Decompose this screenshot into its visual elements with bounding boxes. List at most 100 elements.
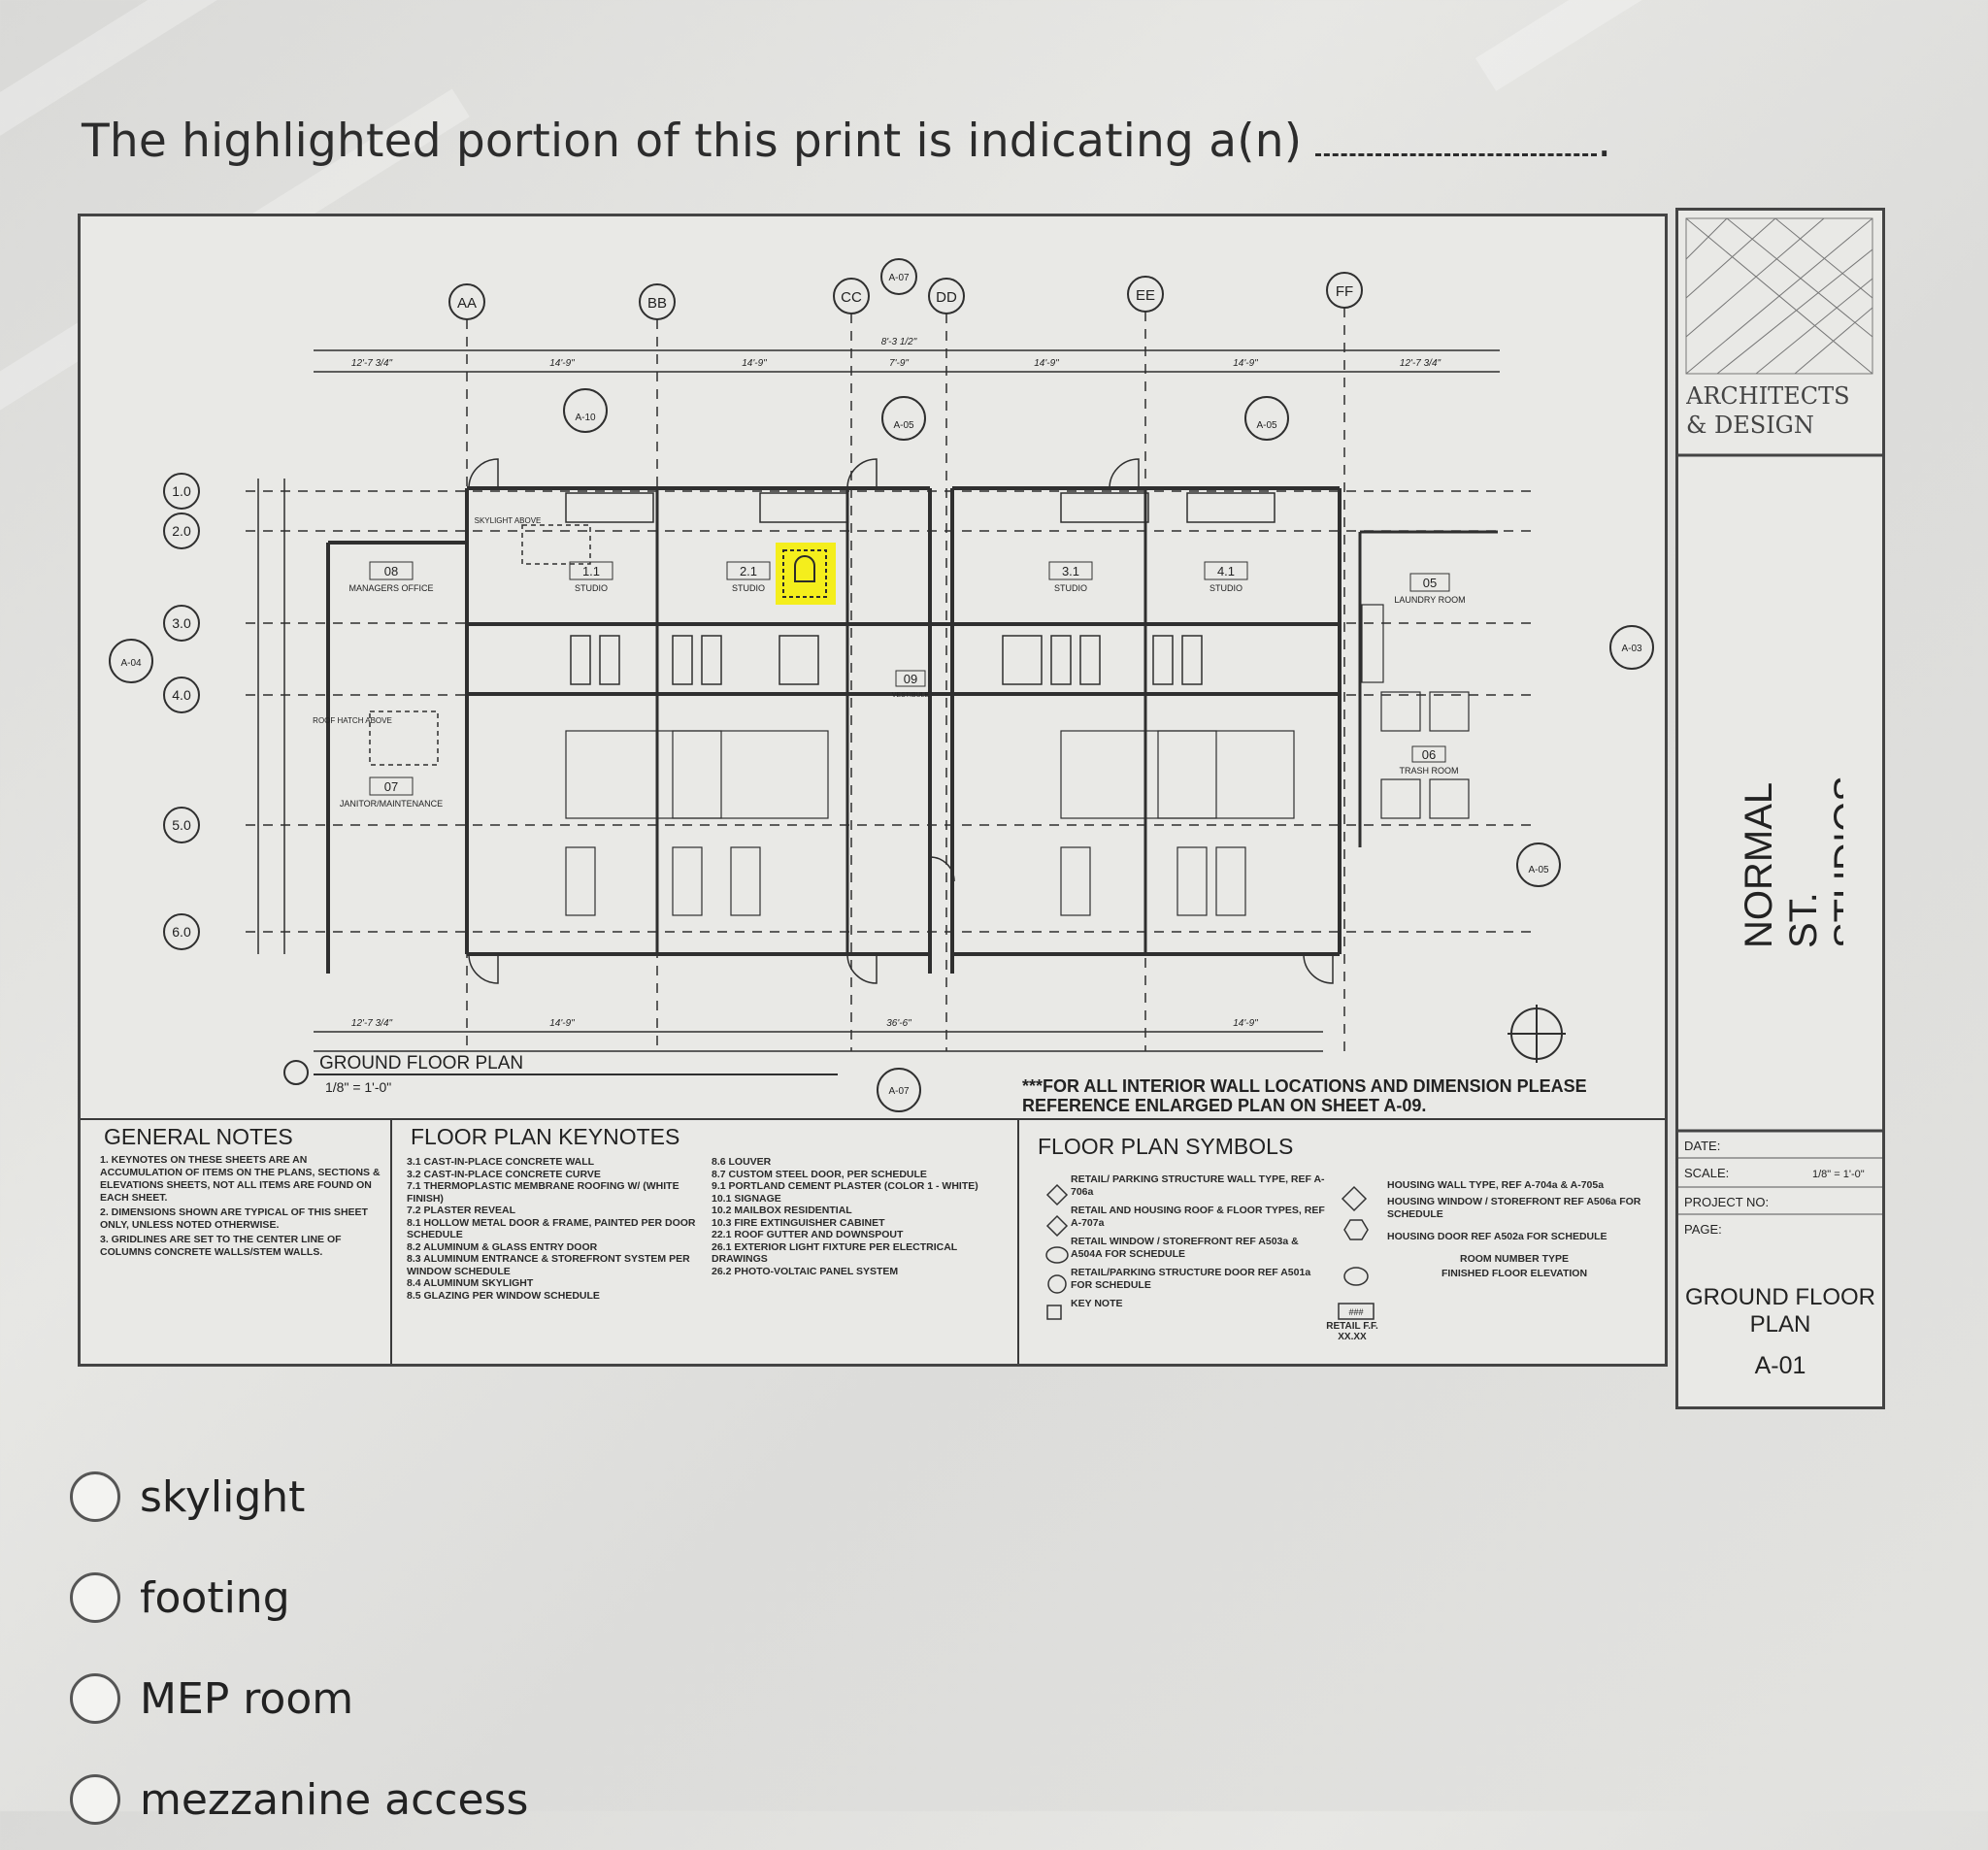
room-num-08: 08 bbox=[384, 564, 398, 578]
keynote: 7.1 THERMOPLASTIC MEMBRANE ROOFING W/ (W… bbox=[407, 1180, 679, 1205]
symbol-entry: HOUSING DOOR REF A502a FOR SCHEDULE bbox=[1387, 1231, 1607, 1242]
keynote: 10.1 SIGNAGE bbox=[712, 1192, 781, 1205]
keynote: 26.1 EXTERIOR LIGHT FIXTURE PER ELECTRIC… bbox=[712, 1240, 958, 1266]
radio-button[interactable] bbox=[70, 1572, 120, 1623]
room-name-07: JANITOR/MAINTENANCE bbox=[340, 799, 443, 809]
housing-wall-diamond-icon bbox=[1341, 1185, 1368, 1212]
option-mep-room[interactable]: MEP room bbox=[70, 1648, 528, 1749]
section-ref-a07-top-label: A-07 bbox=[888, 273, 910, 283]
studio-furniture bbox=[565, 604, 1470, 916]
housing-window-hex-icon bbox=[1343, 1219, 1369, 1240]
keynotes-list-1: 3.1 CAST-IN-PLACE CONCRETE WALL 3.2 CAST… bbox=[407, 1156, 698, 1302]
page-label: PAGE: bbox=[1684, 1222, 1722, 1237]
notes-headers: GENERAL NOTES FLOOR PLAN KEYNOTES FLOOR … bbox=[104, 1124, 1293, 1159]
room-name-06: TRASH ROOM bbox=[1399, 766, 1458, 776]
room-num-09: 09 bbox=[904, 672, 917, 686]
grid-bubble-row-4 bbox=[163, 677, 200, 713]
symbol-icons bbox=[1045, 1183, 1375, 1320]
title-block-fields: DATE: SCALE: 1/8" = 1'-0" PROJECT NO: PA… bbox=[1678, 1139, 1882, 1237]
scale-value: 1/8" = 1'-0" bbox=[1812, 1169, 1865, 1180]
keynotes-list-2: 8.6 LOUVER 8.7 CUSTOM STEEL DOOR, PER SC… bbox=[712, 1156, 1012, 1277]
date-label: DATE: bbox=[1684, 1139, 1720, 1153]
option-label: footing bbox=[140, 1572, 290, 1623]
grid-label-row-2: 2.0 bbox=[172, 523, 191, 539]
symbol-entry: RETAIL/PARKING STRUCTURE DOOR REF A501a … bbox=[1071, 1267, 1311, 1291]
room-num-07: 07 bbox=[384, 779, 398, 794]
section-ref-a03-label: A-03 bbox=[1621, 644, 1642, 654]
keynote: 8.2 ALUMINUM & GLASS ENTRY DOOR bbox=[407, 1240, 598, 1253]
symbol-entry: RETAIL WINDOW / STOREFRONT REF A503a & A… bbox=[1071, 1236, 1299, 1260]
room-num-06: 06 bbox=[1422, 747, 1436, 762]
housing-door-icon bbox=[1343, 1267, 1369, 1286]
room-num-05: 05 bbox=[1423, 576, 1437, 590]
keynote: 8.4 ALUMINUM SKYLIGHT bbox=[407, 1277, 534, 1289]
radio-button[interactable] bbox=[70, 1471, 120, 1522]
section-ref-a10-label: A-10 bbox=[575, 413, 596, 423]
floor-plan-print: AA BB CC DD EE FF A-07 bbox=[78, 214, 1668, 1367]
section-ref-a05-1-label: A-05 bbox=[893, 420, 914, 431]
grid-label-dd: DD bbox=[936, 289, 957, 306]
option-skylight[interactable]: skylight bbox=[70, 1446, 528, 1547]
room-name-3-1: STUDIO bbox=[1054, 583, 1087, 593]
grid-column-bubbles: AA BB CC DD EE FF A-07 bbox=[448, 258, 1363, 320]
room-name-1-1: STUDIO bbox=[575, 583, 608, 593]
symbol-entry: KEY NOTE bbox=[1071, 1298, 1123, 1309]
dimension-labels: 12'-7 3/4" 14'-9" 14'-9" 8'-3 1/2" 7'-9"… bbox=[351, 337, 1441, 1029]
project-no-label: PROJECT NO: bbox=[1684, 1195, 1769, 1209]
section-ref-a05-2-label: A-05 bbox=[1256, 420, 1277, 431]
symbols-list-1: RETAIL/ PARKING STRUCTURE WALL TYPE, REF… bbox=[1038, 1173, 1329, 1310]
keynote: 3.2 CAST-IN-PLACE CONCRETE CURVE bbox=[407, 1168, 601, 1180]
kitchen-counters bbox=[565, 492, 1276, 523]
grid-label-bb: BB bbox=[647, 295, 667, 312]
radio-button[interactable] bbox=[70, 1673, 120, 1724]
sheet-title: GROUND FLOOR PLAN bbox=[1684, 1284, 1875, 1338]
project-name: NORMAL ST. STUDIOS bbox=[1738, 776, 1843, 948]
keynote: 26.2 PHOTO-VOLTAIC PANEL SYSTEM bbox=[712, 1265, 899, 1277]
option-label: skylight bbox=[140, 1471, 306, 1522]
grid-label-ee: EE bbox=[1136, 287, 1155, 304]
highlighted-fixture-icon bbox=[782, 549, 827, 598]
dim-top-2: 14'-9" bbox=[549, 358, 575, 369]
top-dimension-string bbox=[314, 349, 1500, 373]
option-mezzanine-access[interactable]: mezzanine access bbox=[70, 1749, 528, 1850]
symbol-tag-text: ### bbox=[1348, 1307, 1363, 1317]
exterior-walls bbox=[326, 486, 1342, 974]
dim-top-5: 7'-9" bbox=[889, 358, 909, 369]
grid-label-ff: FF bbox=[1336, 283, 1353, 300]
firm-name: ARCHITECTS & DESIGN bbox=[1686, 382, 1850, 439]
radio-button[interactable] bbox=[70, 1774, 120, 1825]
highlighted-element bbox=[776, 543, 836, 605]
symbol-entry: RETAIL/ PARKING STRUCTURE WALL TYPE, REF… bbox=[1071, 1173, 1325, 1198]
general-note: 2. DIMENSIONS SHOWN ARE TYPICAL OF THIS … bbox=[100, 1206, 368, 1231]
section-ref-a07-top bbox=[880, 258, 917, 295]
keynote: 8.6 LOUVER bbox=[712, 1156, 772, 1168]
wall-type-diamond-icon bbox=[1045, 1183, 1069, 1206]
room-num-1-1: 1.1 bbox=[582, 564, 600, 578]
retail-ff-sample: RETAIL F.F. XX.XX bbox=[1326, 1321, 1378, 1342]
room-name-08: MANAGERS OFFICE bbox=[348, 583, 433, 593]
scale-label: SCALE: bbox=[1684, 1166, 1729, 1180]
question-prompt: The highlighted portion of this print is… bbox=[82, 115, 1303, 168]
roof-hatch-label: ROOF HATCH ABOVE bbox=[313, 716, 392, 725]
grid-label-row-3: 3.0 bbox=[172, 615, 191, 631]
keynote: 8.3 ALUMINUM ENTRANCE & STOREFRONT SYSTE… bbox=[407, 1253, 690, 1277]
keynote-tag-icon bbox=[1046, 1305, 1062, 1320]
dim-top-6: 14'-9" bbox=[1034, 358, 1059, 369]
keynote: 22.1 ROOF GUTTER AND DOWNSPOUT bbox=[712, 1229, 904, 1240]
symbol-entry: FINISHED FLOOR ELEVATION bbox=[1441, 1268, 1588, 1279]
floor-plan-drawing: AA BB CC DD EE FF A-07 bbox=[81, 258, 1665, 1364]
general-note: 3. GRIDLINES ARE SET TO THE CENTER LINE … bbox=[100, 1234, 342, 1258]
room-name-09: VESTIBULE bbox=[892, 692, 930, 699]
option-footing[interactable]: footing bbox=[70, 1547, 528, 1648]
interior-wall-note: ***FOR ALL INTERIOR WALL LOCATIONS AND D… bbox=[1022, 1076, 1587, 1115]
section-ref-a05-1 bbox=[881, 396, 926, 441]
room-tag-sample: ### bbox=[1348, 1307, 1363, 1317]
room-num-2-1: 2.1 bbox=[740, 564, 757, 578]
bathroom-fixtures bbox=[570, 635, 1203, 685]
door-tag-icon bbox=[1047, 1274, 1067, 1294]
section-ref-a07-bottom bbox=[877, 1068, 921, 1112]
grid-lines bbox=[246, 308, 1537, 1051]
light-stripe bbox=[1475, 0, 1908, 91]
drawing-title: GROUND FLOOR PLAN bbox=[319, 1053, 523, 1074]
window-tag-icon bbox=[1045, 1246, 1069, 1264]
